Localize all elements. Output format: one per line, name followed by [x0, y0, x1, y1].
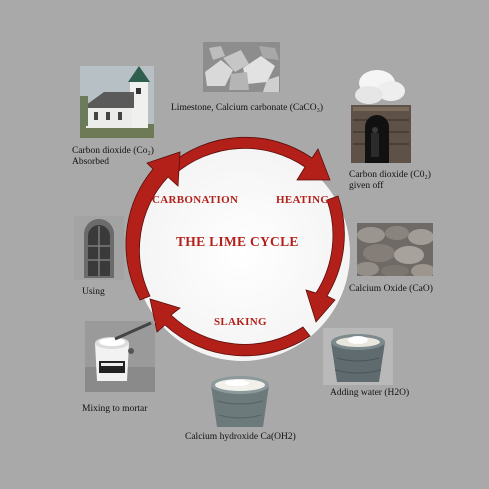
stage-slaking: SLAKING [214, 316, 267, 328]
using-photo [74, 216, 124, 280]
stage-heating: HEATING [276, 194, 330, 206]
cycle-center-disc [134, 145, 350, 361]
label-co2-given-off-line2: given off [349, 181, 384, 191]
label-using: Using [82, 287, 105, 297]
label-co2-given-off: Carbon dioxide (C0₂) given off [349, 170, 431, 192]
diagram-title: THE LIME CYCLE [176, 234, 299, 249]
arrow-to-using [149, 298, 311, 357]
church-photo [80, 66, 154, 138]
kiln-photo [347, 67, 413, 163]
label-calcium-hydroxide: Calcium hydroxide Ca(OH2) [185, 432, 296, 442]
stage-carbonation: CARBONATION [152, 194, 239, 206]
label-adding-water: Adding water (H2O) [330, 388, 410, 398]
arrow-slaking [305, 195, 345, 323]
adding-water-photo [323, 328, 393, 385]
arrow-heating [167, 136, 331, 181]
arrow-carbonation [125, 151, 181, 301]
calcium-oxide-photo [357, 223, 433, 276]
label-calcium-oxide: Calcium Oxide (CaO) [349, 284, 433, 294]
label-mixing: Mixing to mortar [82, 404, 148, 414]
label-limestone: Limestone, Calcium carbonate (CaCO₃) [171, 103, 324, 113]
limestone-photo [203, 42, 280, 92]
label-co2-given-off-line1: Carbon dioxide (C0₂) [349, 170, 431, 180]
label-co2-absorbed: Carbon dioxide (Co₂) Absorbed [72, 146, 154, 168]
label-co2-absorbed-line1: Carbon dioxide (Co₂) [72, 146, 154, 156]
mixing-mortar-photo [85, 321, 155, 392]
label-co2-absorbed-line2: Absorbed [72, 157, 109, 167]
calcium-hydroxide-photo [207, 373, 273, 428]
